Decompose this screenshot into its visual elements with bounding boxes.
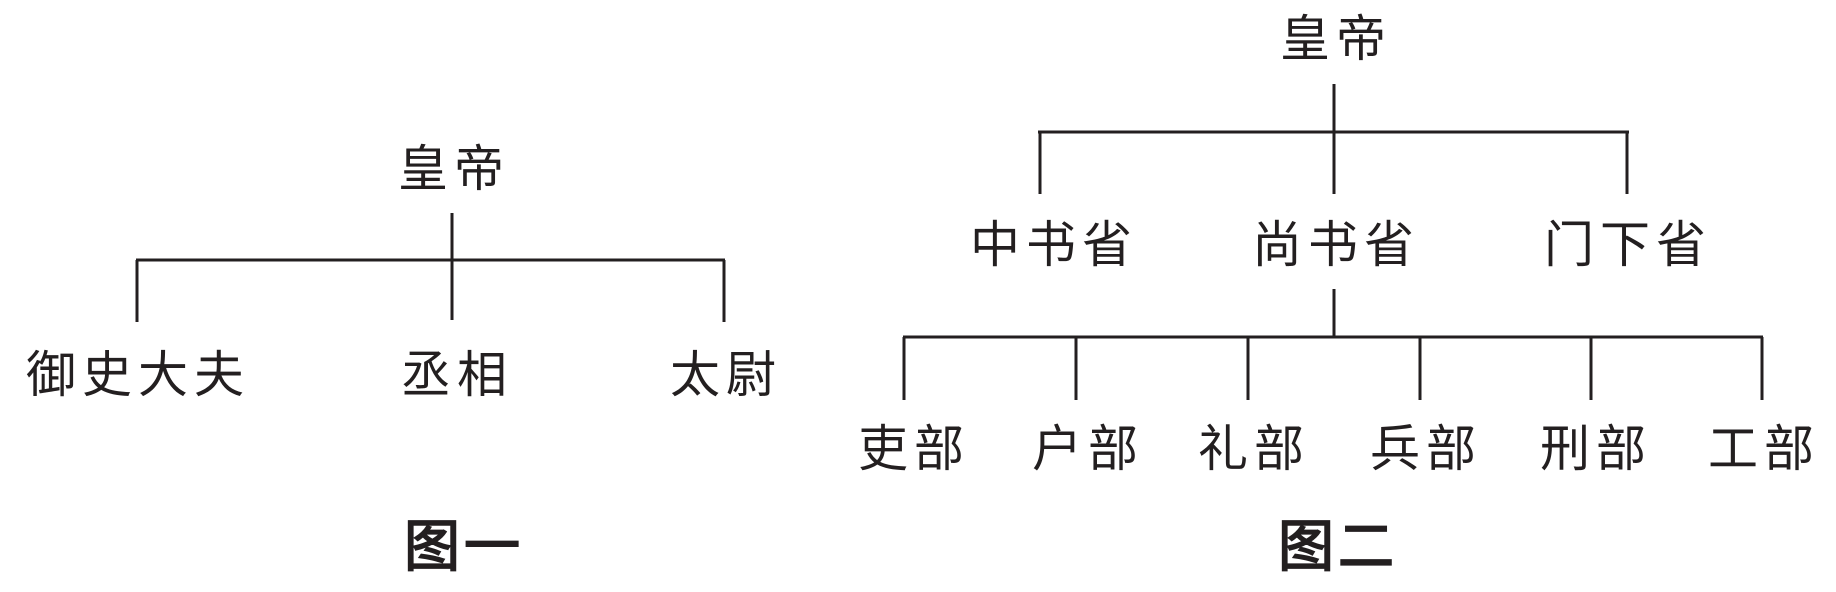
fig1-caption: 图一	[404, 515, 524, 580]
fig2-ministry-label: 兵部	[1370, 420, 1482, 478]
fig2-ministry-label: 工部	[1708, 420, 1820, 478]
fig1-child-label: 丞相	[401, 346, 513, 404]
figure-1-connectors	[135, 213, 726, 322]
fig2-caption: 图二	[1278, 515, 1398, 580]
fig1-child-label: 御史大夫	[26, 346, 250, 404]
figure-1: 皇帝 御史大夫 丞相 太尉 图一	[26, 140, 782, 580]
fig2-ministry-label: 户部	[1032, 420, 1144, 478]
fig1-root-label: 皇帝	[398, 140, 510, 198]
fig2-province-label: 中书省	[970, 216, 1138, 274]
fig2-ministry-label: 刑部	[1540, 420, 1652, 478]
fig2-ministry-label: 礼部	[1198, 420, 1310, 478]
fig2-province-label: 尚书省	[1252, 216, 1420, 274]
fig2-ministry-label: 吏部	[858, 420, 970, 478]
fig2-root-label: 皇帝	[1280, 10, 1392, 68]
fig1-child-label: 太尉	[670, 346, 782, 404]
fig2-province-label: 门下省	[1544, 216, 1712, 274]
figure-2: 皇帝 中书省 尚书省 门下省 吏部 户部 礼部 兵部 刑部 工部 图二	[858, 10, 1820, 580]
figure-2-connectors	[902, 84, 1764, 400]
